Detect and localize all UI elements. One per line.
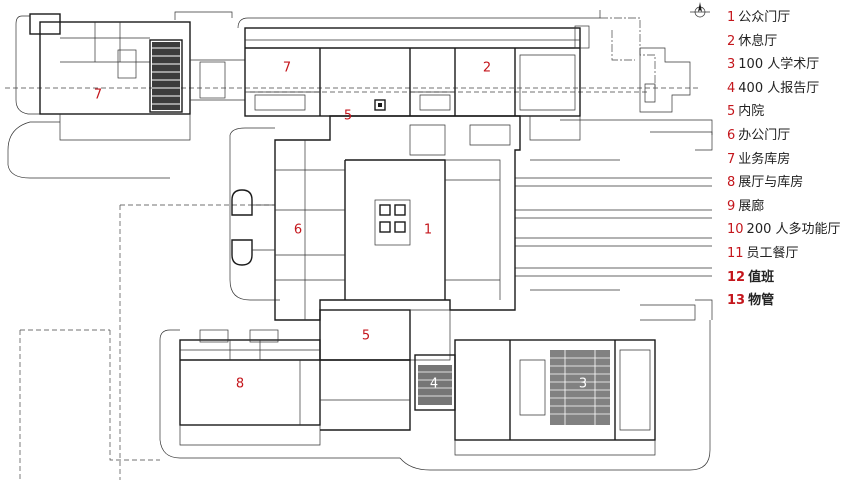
room-label-4: 4 (430, 377, 438, 392)
south-link (320, 354, 456, 431)
site-outline (5, 10, 713, 480)
room-label-7-west: 7 (94, 88, 102, 103)
south-west-building (179, 329, 321, 446)
room-label-2: 2 (483, 61, 491, 76)
floor-plan: 7 7 2 5 1 6 5 8 3 4 (5, 2, 713, 480)
central-block (274, 115, 521, 321)
north-wing (244, 25, 590, 141)
room-label-8: 8 (236, 377, 244, 392)
room-label-1: 1 (424, 223, 432, 238)
room-labels: 7 7 2 5 1 6 5 8 3 4 (94, 61, 587, 392)
west-building (29, 13, 245, 141)
room-label-5-south: 5 (362, 329, 370, 344)
room-label-7-north: 7 (283, 61, 291, 76)
south-east-building (454, 339, 656, 456)
stair-west (149, 39, 183, 113)
north-arrow-icon (690, 2, 710, 18)
room-label-3: 3 (579, 377, 587, 392)
south-courtyard (319, 309, 451, 361)
room-label-5-north: 5 (344, 109, 352, 124)
office-entrance-canopy (231, 189, 275, 266)
room-label-6: 6 (294, 223, 302, 238)
